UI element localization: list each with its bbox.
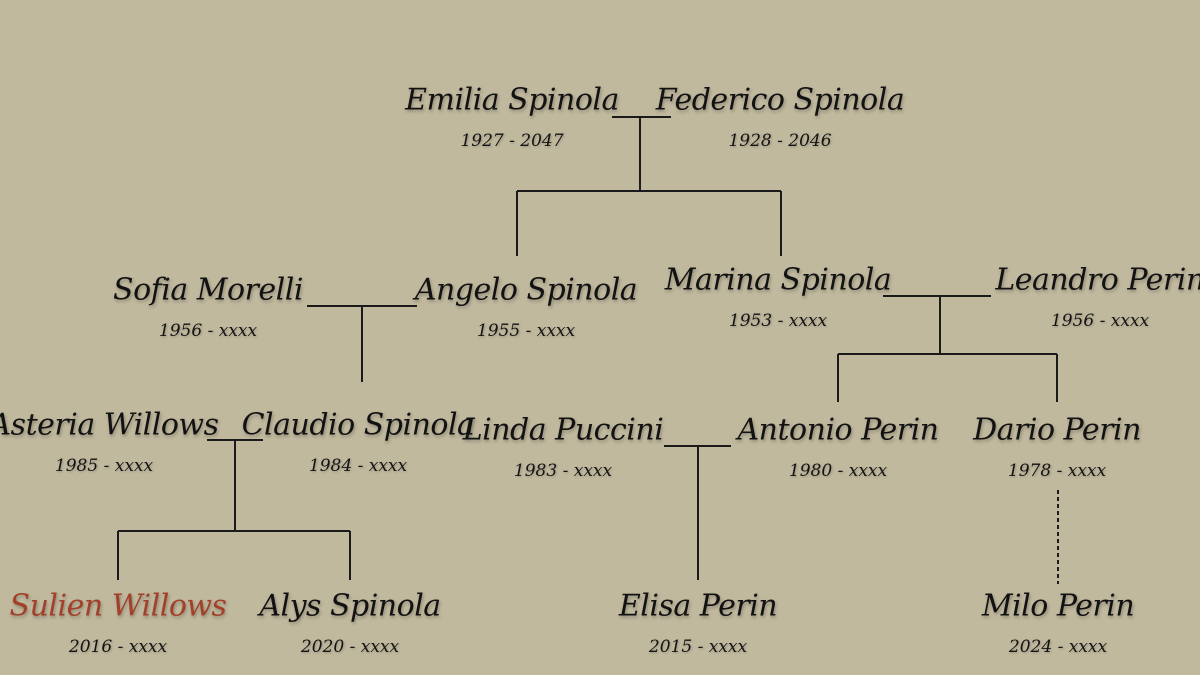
person-name: Angelo Spinola	[414, 272, 638, 308]
person-name: Elisa Perin	[618, 588, 778, 624]
person-years: 1927 - 2047	[460, 131, 564, 151]
person-name: Sofia Morelli	[113, 272, 303, 308]
person-years: 2020 - xxxx	[300, 637, 400, 657]
person-years: 1953 - xxxx	[728, 311, 828, 331]
person-years: 1983 - xxxx	[513, 461, 613, 481]
person-years: 1956 - xxxx	[1050, 311, 1150, 331]
person-years: 2024 - xxxx	[1008, 637, 1108, 657]
person-name: Sulien Willows	[9, 588, 227, 624]
person-name: Alys Spinola	[259, 588, 441, 624]
person-years: 2016 - xxxx	[68, 637, 168, 657]
person-name: Milo Perin	[981, 588, 1135, 624]
person-years: 2015 - xxxx	[648, 637, 748, 657]
person-name: Antonio Perin	[737, 412, 939, 448]
person-years: 1956 - xxxx	[158, 321, 258, 341]
person-years: 1955 - xxxx	[476, 321, 576, 341]
person-name: Leandro Perin	[995, 262, 1200, 298]
person-name: Dario Perin	[973, 412, 1141, 448]
person-years: 1928 - 2046	[728, 131, 832, 151]
person-name: Linda Puccini	[462, 412, 664, 448]
person-years: 1978 - xxxx	[1007, 461, 1107, 481]
person-name: Claudio Spinola	[241, 407, 475, 443]
person-years: 1984 - xxxx	[308, 456, 408, 476]
person-years: 1980 - xxxx	[788, 461, 888, 481]
person-name: Federico Spinola	[655, 82, 905, 118]
person-name: Marina Spinola	[664, 262, 892, 298]
person-name: Asteria Willows	[0, 407, 219, 443]
person-name: Emilia Spinola	[405, 82, 619, 118]
person-years: 1985 - xxxx	[54, 456, 154, 476]
